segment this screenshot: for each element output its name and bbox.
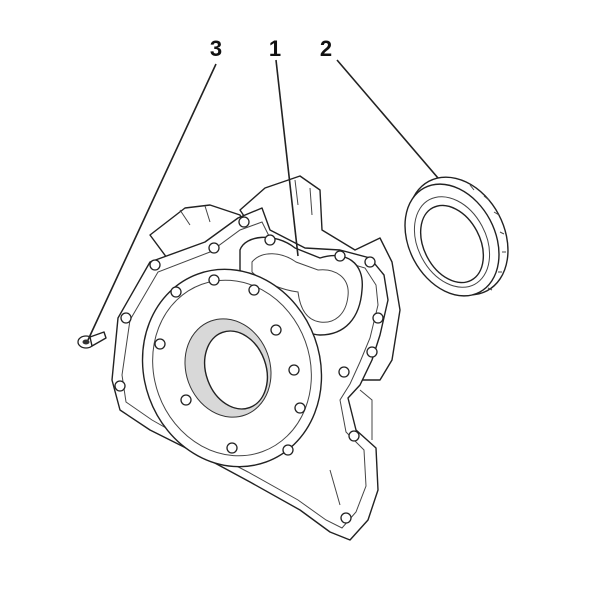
flange-hole	[340, 512, 352, 524]
boss-bolt-holes	[154, 274, 306, 456]
bolt-hole	[294, 402, 306, 414]
flange-hole	[149, 259, 161, 271]
flange-hole	[348, 430, 360, 442]
callout-number-3: 3	[210, 36, 222, 61]
housing-top-rib	[179, 179, 313, 226]
flange-hole	[114, 380, 126, 392]
crank-bore-inner	[203, 330, 269, 410]
callout-number-1: 1	[269, 36, 281, 61]
bolt-hole	[180, 394, 192, 406]
flange-hole	[334, 250, 346, 262]
housing-right-rib	[329, 389, 373, 506]
bolt-hole	[170, 286, 182, 298]
flange-hole	[372, 312, 384, 324]
oil-seal-ring	[404, 176, 509, 297]
flange-hole	[120, 312, 132, 324]
pump-gasket-inner	[251, 253, 349, 323]
engine-cover-housing	[111, 175, 401, 541]
flange-bolt-holes	[114, 216, 384, 524]
bolt-pin	[77, 331, 107, 349]
flange-hole	[238, 216, 250, 228]
flange-hole	[338, 366, 350, 378]
seal-rim-hatch	[469, 184, 506, 291]
bolt-hole	[288, 364, 300, 376]
bolt-hole	[248, 284, 260, 296]
bolt-hole	[270, 324, 282, 336]
bolt-hole	[282, 444, 294, 456]
flange-hole	[264, 234, 276, 246]
seal-inner-bore	[419, 204, 485, 284]
leader-line-2	[336, 59, 439, 179]
flange-hole	[364, 256, 376, 268]
bolt-shank	[89, 331, 107, 347]
bolt-hole	[226, 442, 238, 454]
callout-number-2: 2	[320, 36, 332, 61]
bolt-hole	[154, 338, 166, 350]
seal-lip	[413, 196, 491, 288]
leader-line-3	[87, 63, 217, 341]
flange-hole	[366, 346, 378, 358]
flange-hole	[208, 242, 220, 254]
crank-boss-mid	[152, 279, 312, 457]
bolt-hole	[208, 274, 220, 286]
leader-line-1	[275, 59, 299, 257]
bolt-head-recess	[82, 339, 90, 345]
